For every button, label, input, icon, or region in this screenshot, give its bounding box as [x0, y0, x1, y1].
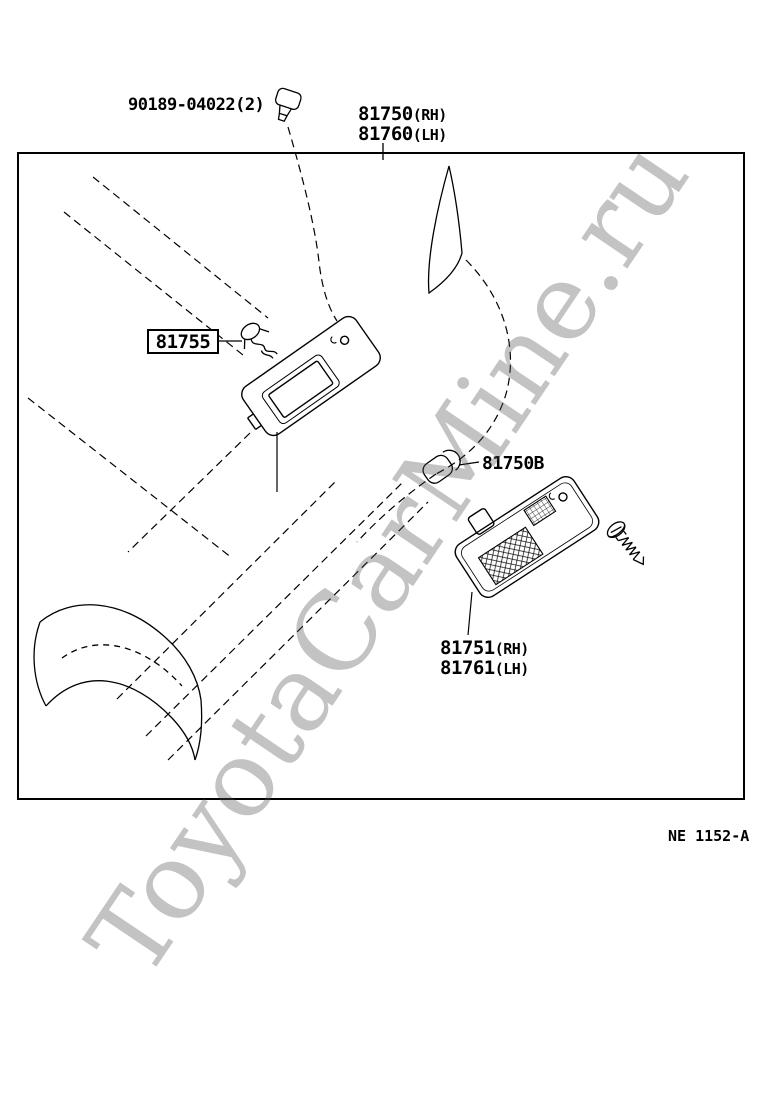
label-lamp-rh-side: (RH) — [412, 106, 448, 124]
quarter-panel-outline — [427, 165, 463, 295]
label-lamp-lh-number: 81760 — [358, 123, 413, 145]
grommet-leader-dashed — [287, 126, 338, 322]
label-lens-rh-row: 81751 (RH) — [440, 637, 530, 659]
diagram-border — [17, 152, 745, 800]
screw-drawing — [606, 521, 645, 566]
label-lamp-rh-row: 81750 (RH) — [358, 103, 448, 125]
grommet-clip-drawing — [274, 87, 302, 122]
clip-drawing — [240, 322, 278, 359]
bulb-drawing — [422, 449, 461, 484]
body-panel-lines — [27, 176, 512, 761]
rocker-panel-end-drawing — [33, 604, 203, 761]
label-lamp-assembly: 81750 (RH) 81760 (LH) — [358, 103, 448, 145]
bulb-leader — [458, 461, 480, 466]
label-clip-number: 81755 — [155, 330, 211, 353]
label-bulb-part-number: 81750B — [482, 453, 545, 474]
label-lens-assembly: 81751 (RH) 81761 (LH) — [440, 637, 530, 679]
label-lens-lh-row: 81761 (LH) — [440, 657, 530, 679]
lens-leader-line — [467, 591, 473, 636]
lens-assembly-drawing — [454, 476, 600, 598]
label-grommet-part-number: 90189-04022(2) — [128, 95, 265, 115]
label-lamp-rh-number: 81750 — [358, 103, 413, 125]
figure-code: NE 1152-A — [668, 827, 750, 845]
label-lens-rh-side: (RH) — [494, 640, 530, 658]
label-lamp-lh-side: (LH) — [412, 126, 448, 144]
lamp-housing-drawing — [241, 315, 381, 437]
label-clip-boxed: 81755 — [147, 329, 219, 354]
label-lens-lh-side: (LH) — [494, 660, 530, 678]
label-lamp-lh-row: 81760 (LH) — [358, 123, 448, 145]
label-lens-lh-number: 81761 — [440, 657, 495, 679]
label-lens-rh-number: 81751 — [440, 637, 495, 659]
